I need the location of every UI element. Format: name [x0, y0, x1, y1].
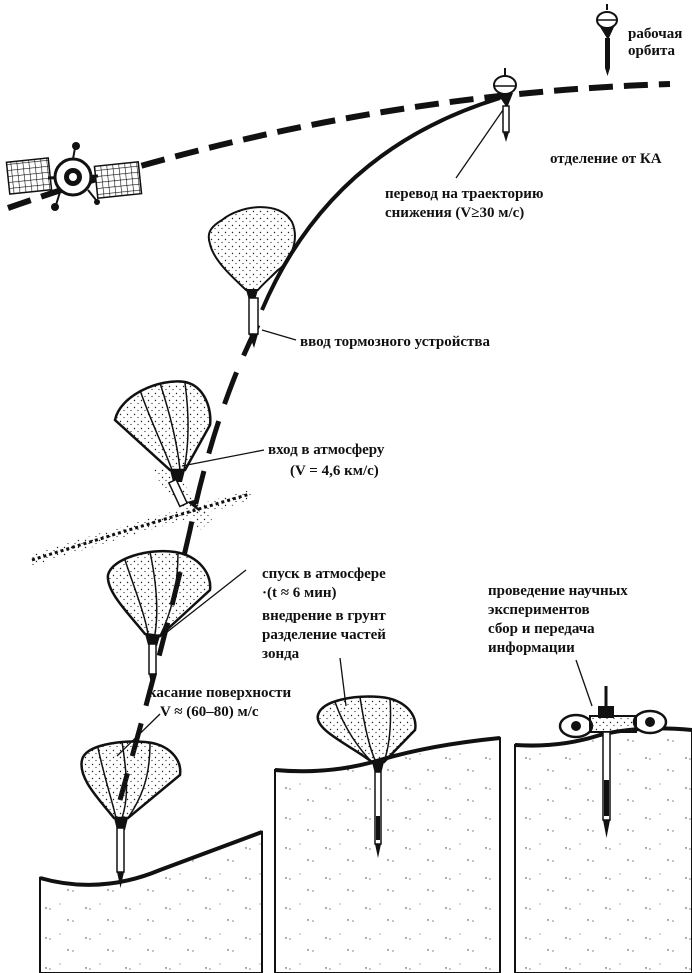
label-working-orbit: орбита	[628, 43, 676, 59]
soil-block-icon	[40, 832, 262, 973]
leader-line	[456, 110, 503, 178]
leader-line	[576, 660, 592, 706]
label-descent: ·(t ≈ 6 мин)	[262, 585, 336, 601]
parachute-cone-icon	[108, 551, 210, 688]
label-touchdown: касание поверхности	[148, 685, 291, 701]
leader-line	[262, 330, 296, 340]
label-descent: спуск в атмосфере	[262, 566, 386, 582]
label-brake-deploy: ввод тормозного устройства	[300, 334, 491, 350]
label-penetration: разделение частей	[262, 627, 386, 643]
label-working-orbit: рабочая	[628, 26, 682, 42]
label-experiments: экспериментов	[488, 602, 590, 618]
label-entry: вход в атмосферу	[268, 442, 385, 458]
label-experiments: сбор и передача	[488, 621, 595, 637]
label-transfer: снижения (V≥30 м/с)	[385, 205, 524, 221]
label-experiments: информации	[488, 640, 575, 656]
label-touchdown: V ≈ (60–80) м/с	[160, 704, 259, 720]
label-transfer: перевод на траекторию	[385, 186, 543, 202]
balloon-brake-icon	[209, 207, 295, 348]
label-entry: (V = 4,6 км/с)	[290, 463, 379, 479]
probe-icon	[494, 68, 516, 142]
soil-block-icon	[275, 738, 500, 973]
label-penetration: зонда	[262, 646, 300, 662]
label-experiments: проведение научных	[488, 583, 628, 599]
label-separation: отделение от КА	[550, 151, 662, 167]
probe-icon	[597, 4, 617, 76]
label-penetration: внедрение в грунт	[262, 608, 386, 624]
